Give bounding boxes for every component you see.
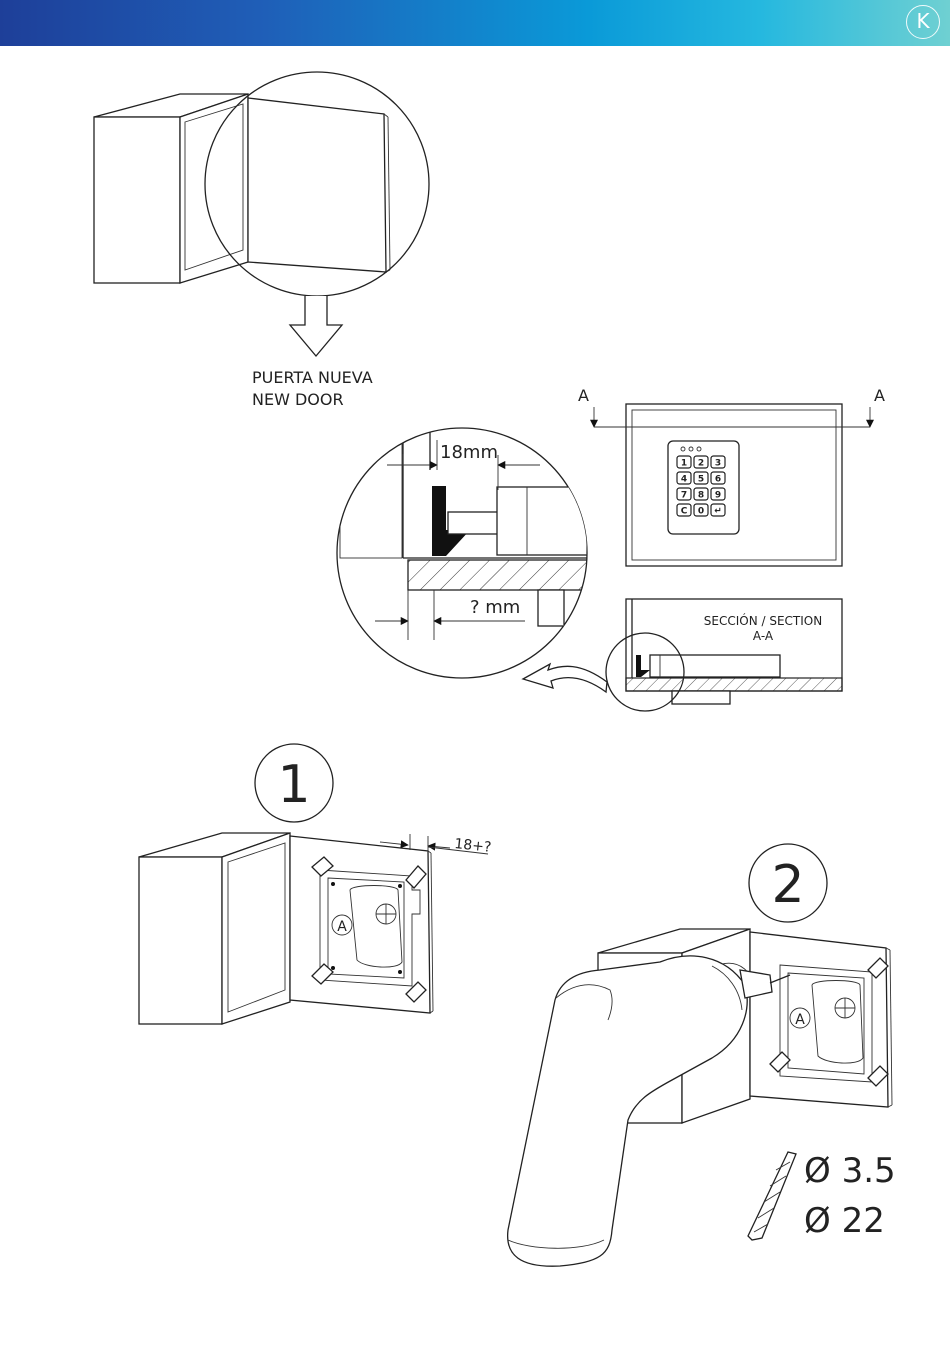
step-1-dimension: 18+? [454, 836, 492, 856]
new-door-label-en: NEW DOOR [252, 390, 344, 409]
keypad-key-label: 6 [715, 475, 721, 485]
keypad-key-label: 0 [698, 507, 704, 517]
step-1-template-on-door [139, 833, 488, 1024]
keypad-key-label: 8 [698, 491, 704, 501]
cabinet-new-door-illustration [94, 72, 429, 356]
drill-bit-large-diameter: Ø 22 [804, 1201, 885, 1241]
step-1-number: 1 [277, 755, 310, 815]
dimension-18mm: 18mm [440, 442, 498, 463]
section-subtitle: A-A [753, 629, 774, 643]
keypad-key-label: C [681, 507, 688, 517]
section-title: SECCIÓN / SECTION [704, 613, 822, 628]
step-1-part-label: A [337, 919, 347, 935]
keypad-key-label: 9 [715, 491, 721, 501]
step-2-number: 2 [771, 855, 804, 915]
keypad-key-label: 3 [715, 459, 721, 469]
dimension-unknown-mm: ? mm [470, 597, 520, 618]
drill-bit-small-diameter: Ø 3.5 [804, 1151, 896, 1191]
section-marker-right: A [874, 386, 885, 405]
keypad-key-label: 7 [681, 491, 687, 501]
keypad-key-label: 4 [681, 475, 687, 485]
keypad-key-label: 1 [681, 459, 687, 469]
keypad-key-label: 5 [698, 475, 704, 485]
keypad-key-label: ↵ [714, 507, 722, 517]
keypad-key-label: 2 [698, 459, 704, 469]
step-2-part-label: A [795, 1012, 805, 1028]
section-marker-left: A [578, 386, 589, 405]
new-door-label-es: PUERTA NUEVA [252, 368, 373, 387]
